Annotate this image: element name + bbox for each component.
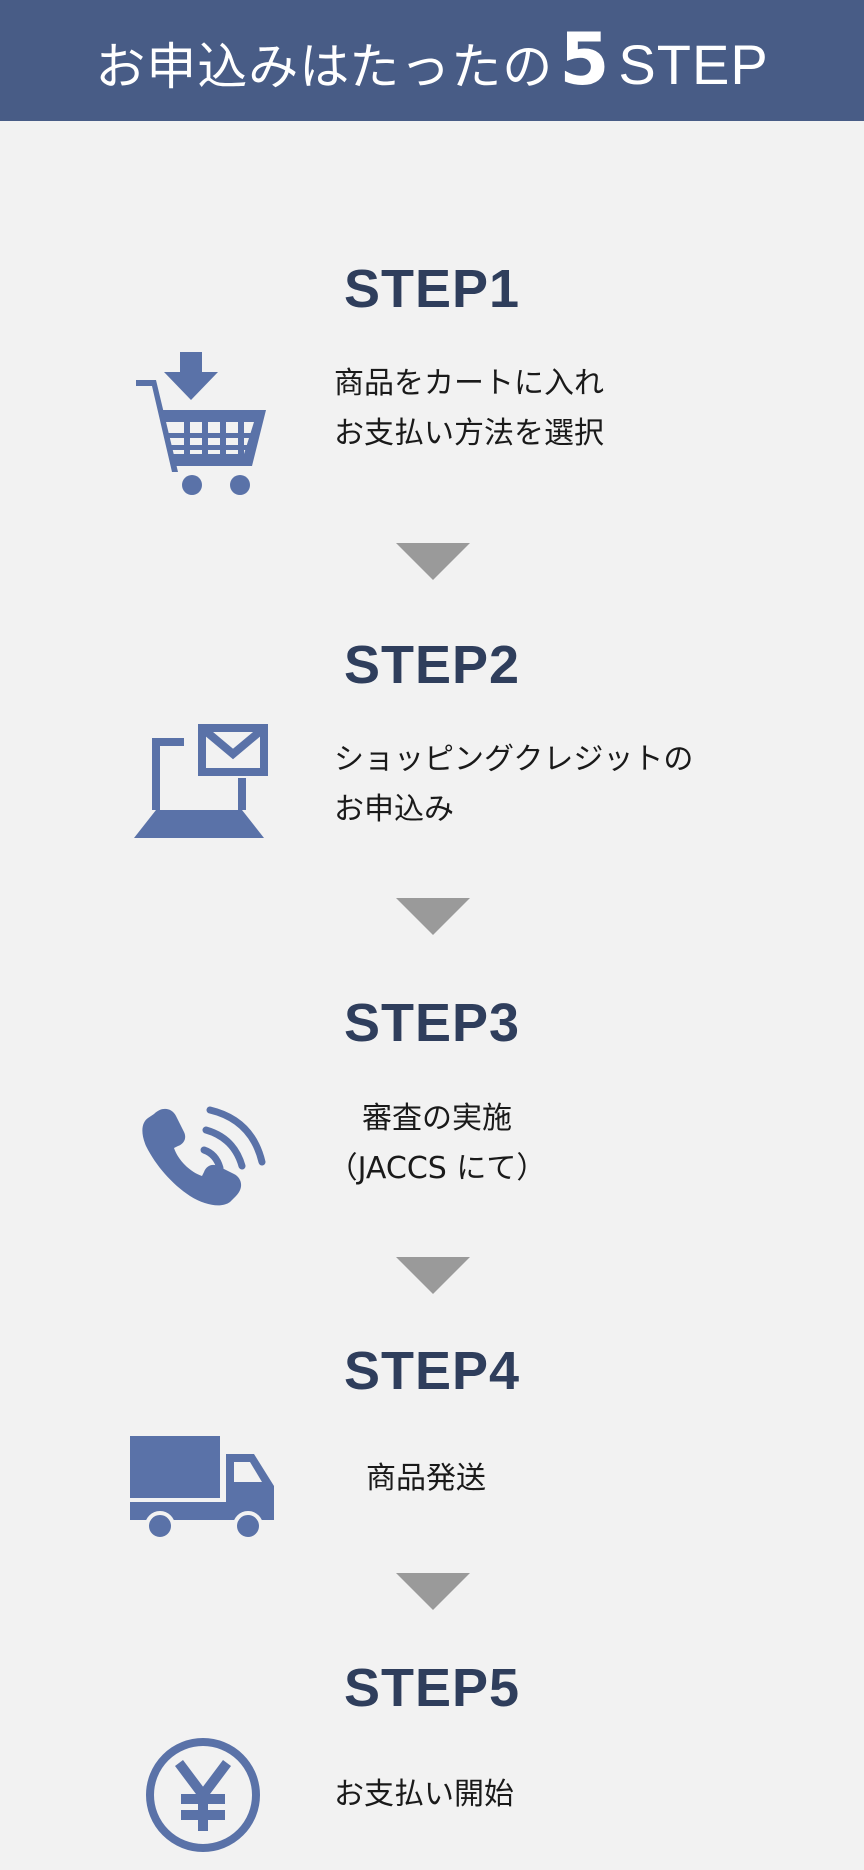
title-suffix: STEP	[618, 32, 769, 96]
header-banner: お申込みはたったの 5 STEP	[0, 0, 864, 121]
down-arrow-icon	[396, 1257, 470, 1294]
step3-description: 審査の実施 （JACCS にて）	[327, 1101, 547, 1186]
shopping-cart-icon	[136, 352, 266, 495]
down-arrow-icon	[396, 898, 470, 935]
delivery-truck-icon	[130, 1436, 274, 1540]
laptop-mail-icon	[134, 724, 268, 838]
step5-description: お支払い開始	[334, 1777, 514, 1812]
title-number: 5	[559, 16, 611, 101]
step5-title: STEP5	[343, 1658, 521, 1718]
step3-title: STEP3	[343, 993, 521, 1053]
down-arrow-icon	[396, 1573, 470, 1610]
step4-title: STEP4	[343, 1341, 521, 1401]
step4-description: 商品発送	[366, 1461, 486, 1496]
page-title: お申込みはたったの 5 STEP	[95, 23, 768, 99]
step1-description: 商品をカートに入れ お支払い方法を選択	[334, 366, 604, 451]
down-arrow-icon	[396, 543, 470, 580]
step2-description: ショッピングクレジットの お申込み	[334, 742, 694, 827]
phone-icon	[142, 1106, 266, 1206]
title-prefix: お申込みはたったの	[95, 37, 554, 96]
yen-circle-icon	[146, 1738, 260, 1852]
step1-title: STEP1	[343, 259, 521, 319]
step2-title: STEP2	[343, 635, 521, 695]
